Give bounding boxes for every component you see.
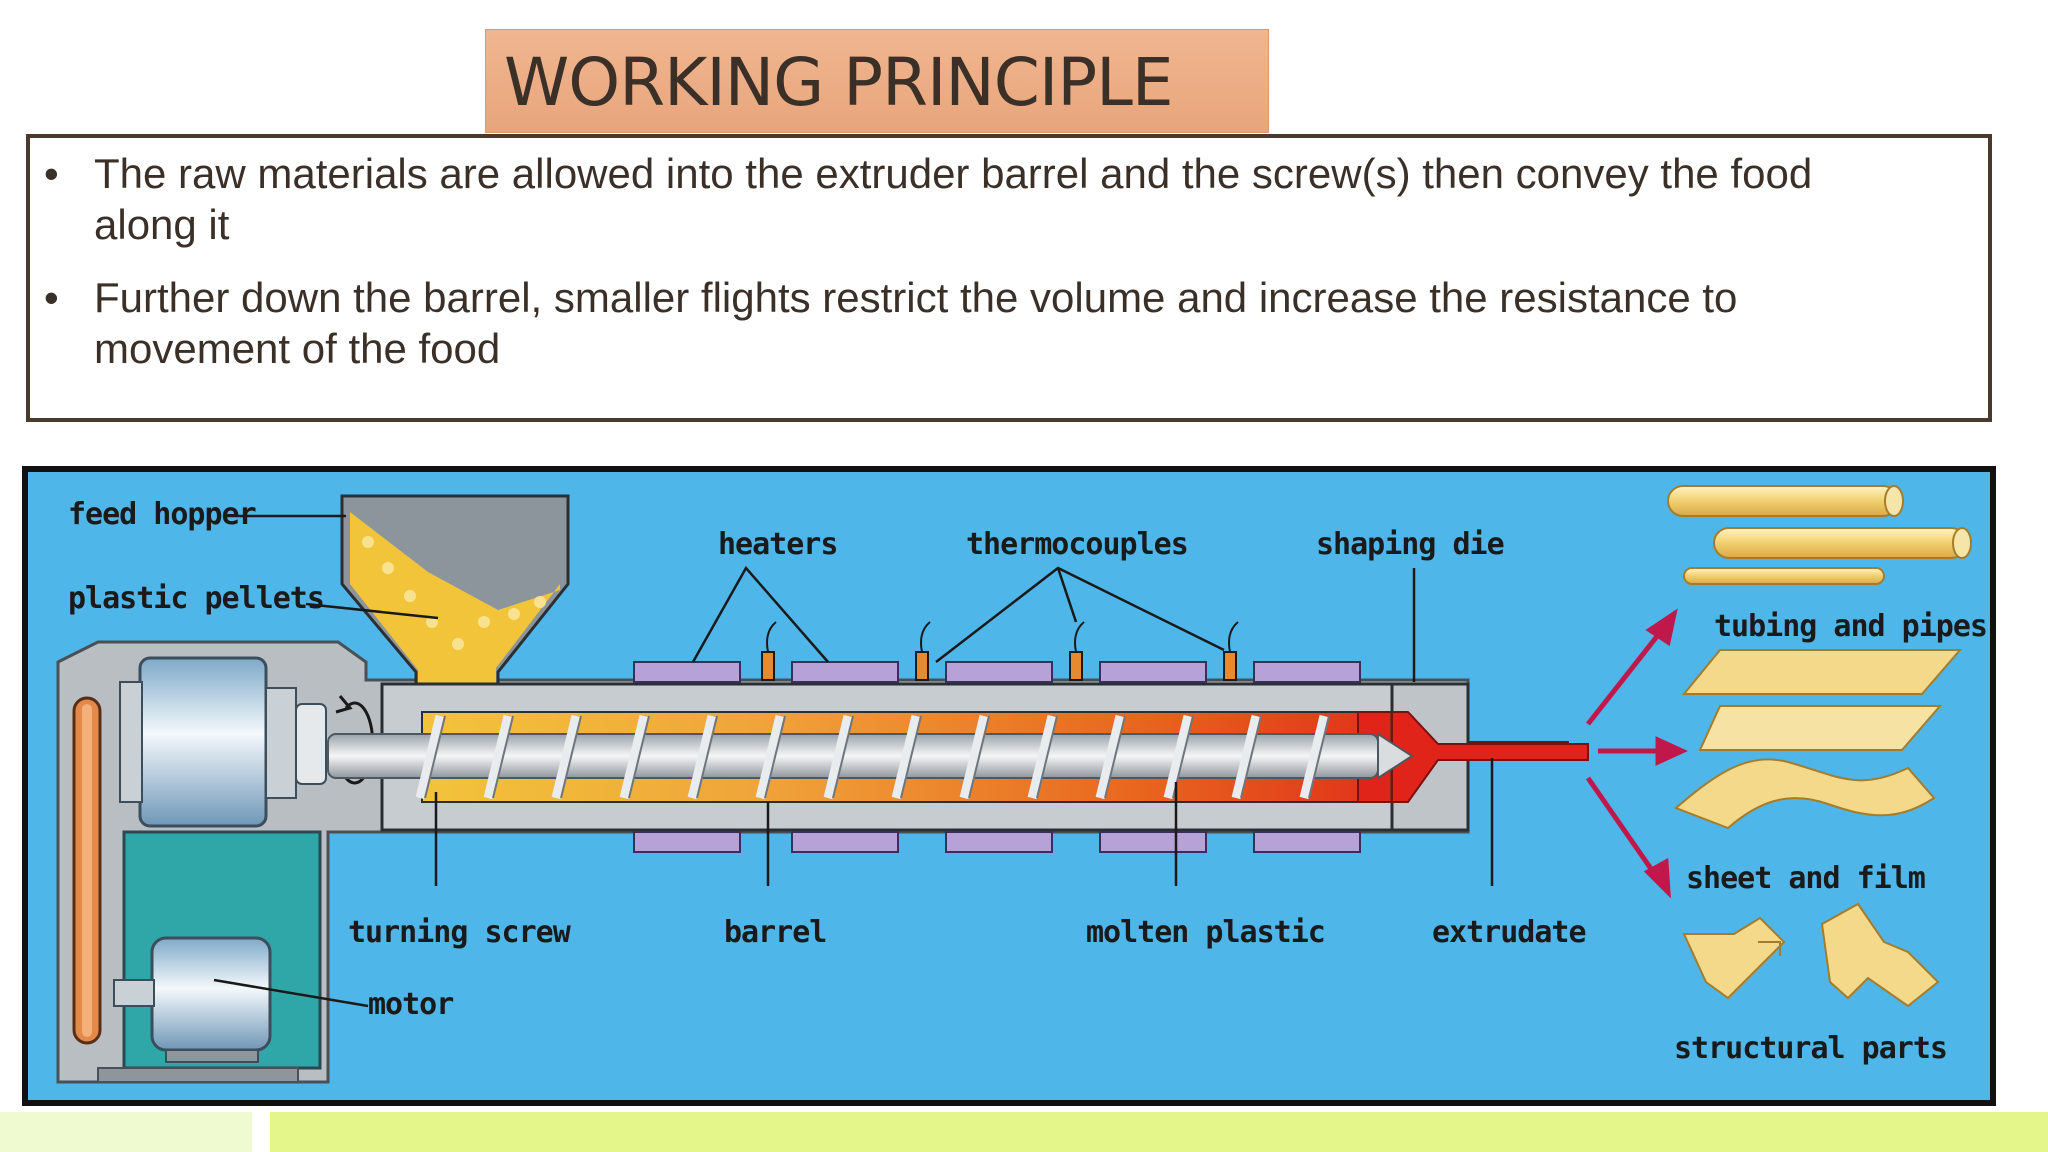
tubing-and-pipes-icon	[1667, 485, 1972, 585]
extruder-diagram: feed hopper plastic pellets heaters ther…	[22, 466, 1996, 1106]
title-box: WORKING PRINCIPLE	[485, 29, 1269, 133]
label-structural-parts: structural parts	[1674, 1031, 1947, 1066]
label-extrudate: extrudate	[1432, 915, 1586, 950]
label-thermocouples: thermocouples	[966, 527, 1188, 562]
bullet-dot: •	[44, 150, 59, 197]
label-tubing-and-pipes: tubing and pipes	[1714, 609, 1987, 644]
label-barrel: barrel	[724, 915, 826, 950]
bullet-dot: •	[44, 274, 59, 321]
turning-screw-icon	[327, 714, 1414, 800]
label-turning-screw: turning screw	[348, 915, 572, 950]
bullet-text-box: • The raw materials are allowed into the…	[26, 134, 1992, 422]
footer-band-left	[0, 1112, 252, 1152]
label-heaters: heaters	[718, 527, 837, 562]
gearbox-icon	[119, 656, 375, 828]
structural-parts-icon	[1682, 902, 1940, 1008]
bullet-1-line-2: along it	[94, 201, 230, 248]
label-shaping-die: shaping die	[1316, 527, 1504, 562]
label-molten-plastic: molten plastic	[1086, 915, 1325, 950]
label-sheet-and-film: sheet and film	[1686, 861, 1925, 896]
sheet-and-film-icon	[1674, 649, 1963, 830]
leader-lines	[213, 514, 1494, 1008]
footer-band-right	[270, 1112, 2048, 1152]
label-motor: motor	[368, 987, 453, 1022]
motor-icon	[113, 936, 272, 1063]
bullet-2-line-2: movement of the food	[94, 325, 501, 372]
output-arrows	[1585, 608, 1689, 899]
bullet-2-line-1: Further down the barrel, smaller flights…	[94, 274, 1738, 321]
thermocouple-probes	[761, 621, 1239, 681]
heater-bands	[633, 661, 1361, 853]
label-plastic-pellets: plastic pellets	[68, 581, 324, 616]
slide-title: WORKING PRINCIPLE	[504, 44, 1174, 121]
extruder-diagram-svg: feed hopper plastic pellets heaters ther…	[56, 485, 1988, 1084]
label-feed-hopper: feed hopper	[68, 497, 256, 532]
bullet-1-line-1: The raw materials are allowed into the e…	[94, 150, 1813, 197]
